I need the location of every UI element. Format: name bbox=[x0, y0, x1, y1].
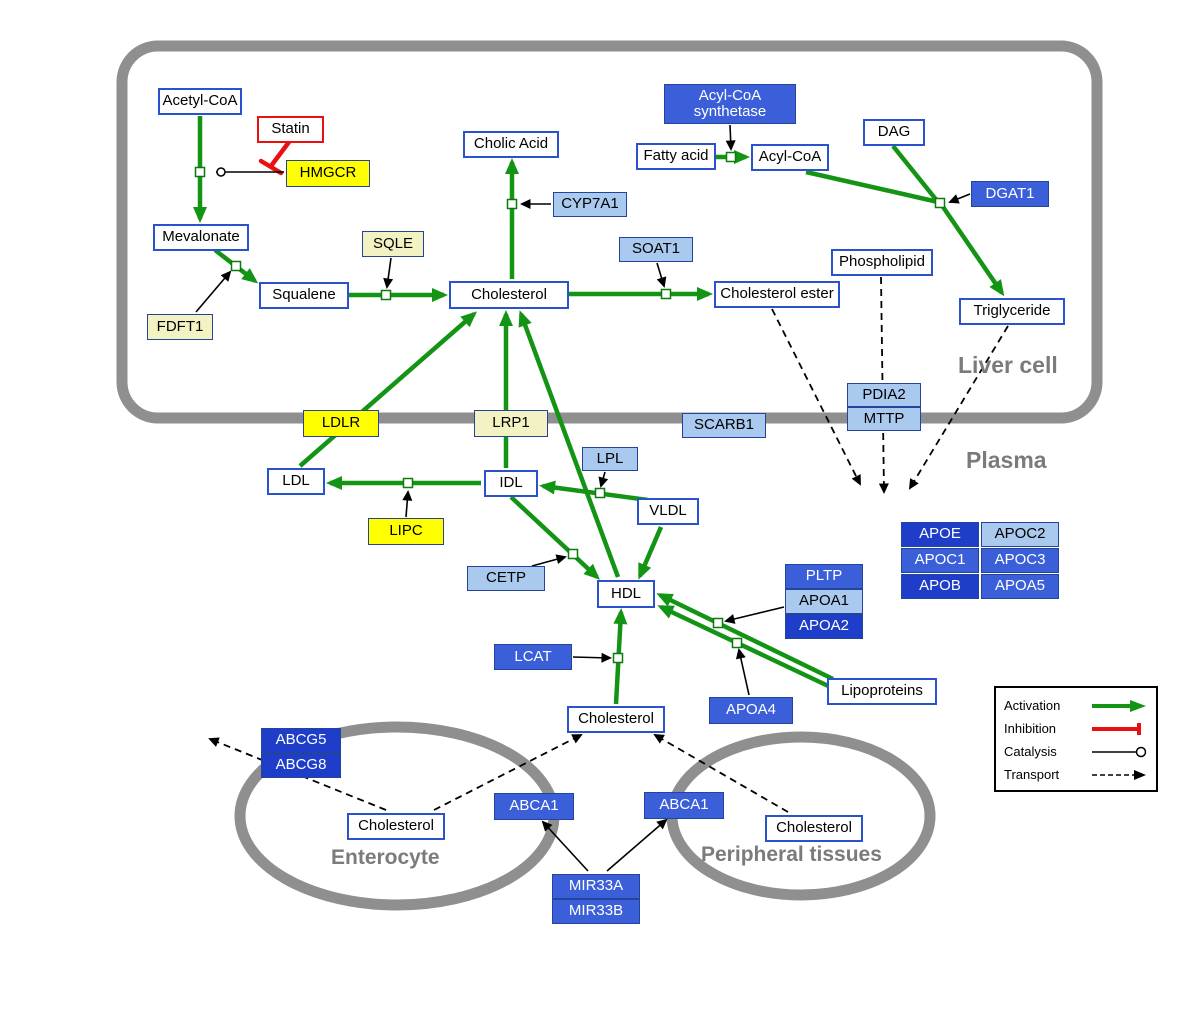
legend-activation-label: Activation bbox=[1004, 698, 1061, 713]
legend-inhibition: Inhibition bbox=[1004, 717, 1148, 740]
node-apoe[interactable]: APOE bbox=[901, 522, 979, 547]
enterocyte-label: Enterocyte bbox=[331, 846, 440, 869]
transport-dashed-arrow-icon bbox=[1092, 769, 1146, 780]
node-abca1-enterocyte[interactable]: ABCA1 bbox=[494, 793, 574, 820]
node-cholesterol-peripheral[interactable]: Cholesterol bbox=[765, 815, 863, 842]
inhibition-tbar-icon bbox=[1092, 722, 1141, 735]
node-dag[interactable]: DAG bbox=[863, 119, 925, 146]
node-pltp[interactable]: PLTP bbox=[785, 564, 863, 589]
node-fdft1[interactable]: FDFT1 bbox=[147, 314, 213, 340]
node-mir33a[interactable]: MIR33A bbox=[552, 874, 640, 899]
plasma-label: Plasma bbox=[966, 447, 1047, 473]
node-lipoproteins[interactable]: Lipoproteins bbox=[827, 678, 937, 705]
node-apob[interactable]: APOB bbox=[901, 574, 979, 599]
node-mttp[interactable]: MTTP bbox=[847, 407, 921, 431]
catalysis-circle-icon bbox=[1092, 746, 1147, 757]
node-fatty-acid[interactable]: Fatty acid bbox=[636, 143, 716, 170]
node-lipc[interactable]: LIPC bbox=[368, 518, 444, 545]
node-abca1-peripheral[interactable]: ABCA1 bbox=[644, 792, 724, 819]
node-cholesterol-enterocyte[interactable]: Cholesterol bbox=[347, 813, 445, 840]
node-cyp7a1[interactable]: CYP7A1 bbox=[553, 192, 627, 217]
node-soat1[interactable]: SOAT1 bbox=[619, 237, 693, 262]
node-abcg5[interactable]: ABCG5 bbox=[261, 728, 341, 753]
node-hdl[interactable]: HDL bbox=[597, 580, 655, 608]
catalysis-edges bbox=[195, 124, 971, 872]
node-apoc2[interactable]: APOC2 bbox=[981, 522, 1059, 547]
node-apoa5[interactable]: APOA5 bbox=[981, 574, 1059, 599]
node-abcg8[interactable]: ABCG8 bbox=[261, 753, 341, 778]
peripheral-tissues-label: Peripheral tissues bbox=[701, 843, 882, 866]
node-acetyl-coa[interactable]: Acetyl-CoA bbox=[158, 88, 242, 115]
node-sqle[interactable]: SQLE bbox=[362, 231, 424, 257]
node-cholesterol-ester[interactable]: Cholesterol ester bbox=[714, 281, 840, 308]
node-lrp1[interactable]: LRP1 bbox=[474, 410, 548, 437]
node-acyl-coa-synthetase[interactable]: Acyl-CoA synthetase bbox=[664, 84, 796, 124]
node-lcat[interactable]: LCAT bbox=[494, 644, 572, 670]
legend-activation: Activation bbox=[1004, 694, 1148, 717]
node-mevalonate[interactable]: Mevalonate bbox=[153, 224, 249, 251]
node-triglyceride[interactable]: Triglyceride bbox=[959, 298, 1065, 325]
node-cetp[interactable]: CETP bbox=[467, 566, 545, 591]
node-squalene[interactable]: Squalene bbox=[259, 282, 349, 309]
node-phospholipid[interactable]: Phospholipid bbox=[831, 249, 933, 276]
legend-transport: Transport bbox=[1004, 763, 1148, 786]
node-apoc3[interactable]: APOC3 bbox=[981, 548, 1059, 573]
node-cholic-acid[interactable]: Cholic Acid bbox=[463, 131, 559, 158]
node-vldl[interactable]: VLDL bbox=[637, 498, 699, 525]
node-pdia2[interactable]: PDIA2 bbox=[847, 383, 921, 407]
activation-arrow-icon bbox=[1092, 699, 1146, 712]
node-ldlr[interactable]: LDLR bbox=[303, 410, 379, 437]
legend: Activation Inhibition Catalysis Transpor… bbox=[994, 686, 1158, 792]
liver-cell-membrane bbox=[116, 40, 1103, 424]
node-lpl[interactable]: LPL bbox=[582, 447, 638, 471]
reaction-nodes bbox=[194, 151, 946, 664]
inhibition-edge-statin bbox=[258, 139, 292, 176]
node-dgat1[interactable]: DGAT1 bbox=[971, 181, 1049, 207]
activation-edges bbox=[193, 116, 1005, 705]
node-acyl-coa[interactable]: Acyl-CoA bbox=[751, 144, 829, 171]
node-cholesterol-plasma[interactable]: Cholesterol bbox=[567, 706, 665, 733]
legend-catalysis: Catalysis bbox=[1004, 740, 1148, 763]
node-apoa2[interactable]: APOA2 bbox=[785, 614, 863, 639]
node-statin[interactable]: Statin bbox=[257, 116, 324, 143]
legend-transport-label: Transport bbox=[1004, 767, 1060, 782]
node-apoc1[interactable]: APOC1 bbox=[901, 548, 979, 573]
node-ldl[interactable]: LDL bbox=[267, 468, 325, 495]
liver-cell-label: Liver cell bbox=[958, 352, 1058, 378]
node-scarb1[interactable]: SCARB1 bbox=[682, 413, 766, 438]
node-mir33b[interactable]: MIR33B bbox=[552, 899, 640, 924]
transport-edges bbox=[208, 276, 1009, 813]
node-apoa1[interactable]: APOA1 bbox=[785, 589, 863, 614]
legend-inhibition-label: Inhibition bbox=[1004, 721, 1057, 736]
node-idl[interactable]: IDL bbox=[484, 470, 538, 497]
legend-catalysis-label: Catalysis bbox=[1004, 744, 1057, 759]
node-apoa4[interactable]: APOA4 bbox=[709, 697, 793, 724]
node-hmgcr[interactable]: HMGCR bbox=[286, 160, 370, 187]
node-cholesterol-liver[interactable]: Cholesterol bbox=[449, 281, 569, 309]
